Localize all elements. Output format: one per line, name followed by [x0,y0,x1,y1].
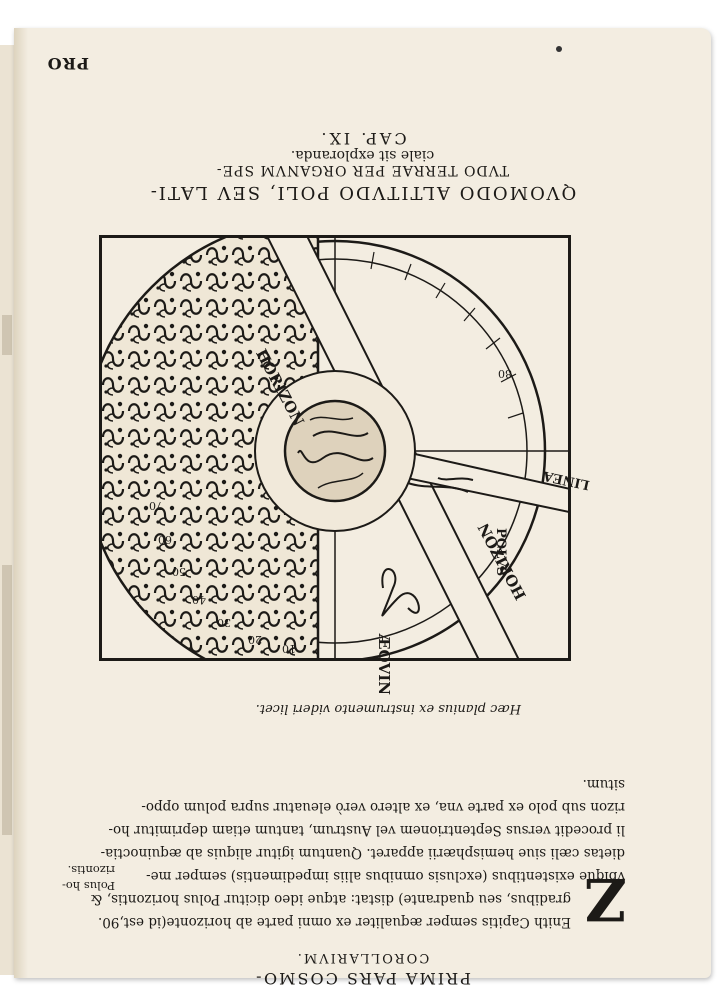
scale-10: 10 [282,642,296,655]
body-line-3: vbique existentibus (exclusis omnibus al… [146,868,625,884]
chapter-title-line-2: TVDO TERRAE PER ORGANVM SPE- [215,162,510,178]
aequin-label: ÆQVIN [375,634,393,695]
scale-40: 40 [192,593,206,606]
running-head: PRIMA PARS COSMO- [254,969,471,988]
chapter-title-line-3: ciale sit exploranda. [290,147,435,163]
polus-label: POLVS [493,528,508,577]
volvelle-figure: ÆQVIN HORIZON HORIZON LINEA POLVS 10 20 … [99,235,591,695]
catchword: PRO [46,54,89,73]
ink-spot [556,46,562,52]
body-line-5: li procedit versus Septentrionem vel Aus… [108,822,625,838]
margin-note-line-1: Polus ho- [61,879,115,893]
upside-down-printed-content: PRO QVOMODO ALTITVDO POLI, SEV LATI- TVD… [14,28,711,988]
body-line-2: gradibus, seu quadrante) distat: atque i… [90,891,571,907]
book-page: PRO QVOMODO ALTITVDO POLI, SEV LATI- TVD… [14,28,711,988]
scale-80: 80 [498,367,512,380]
scale-30: 30 [217,616,231,629]
margin-note-line-2: rizontis. [67,863,115,877]
scale-70: 70 [149,499,163,512]
page-gutter-shadow [14,28,28,978]
scale-50: 50 [172,565,186,578]
chapter-title-line-1: QVOMODO ALTITVDO POLI, SEV LATI- [148,182,577,203]
body-line-4: dietas cæli siue hemisphærii apparet. Qu… [100,845,625,861]
figure-caption: Hæc planius ex instrumento videri licet. [255,701,521,716]
body-line-1: Enith Capitis semper æqualiter ex omni p… [97,914,571,930]
body-line-7: situm. [582,776,625,792]
scale-60: 60 [158,533,172,546]
chapter-number: CAP. IX. [318,129,407,148]
section-title: COROLLARIVM. [295,950,430,965]
scale-20: 20 [248,633,262,646]
volvelle-drawing [102,238,568,658]
body-line-6: rizon sub polo ex parte vna, ex altero v… [141,799,625,815]
